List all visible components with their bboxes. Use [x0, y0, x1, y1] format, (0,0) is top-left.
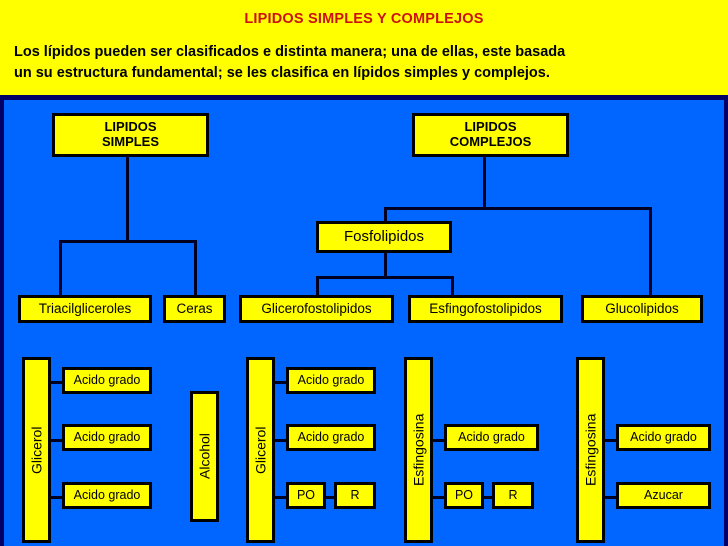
connector-complex-to-glucolipidos	[649, 207, 652, 305]
connector-simple-stem	[126, 157, 129, 242]
backbone-glicerol-1[interactable]: Glicerol	[22, 357, 51, 543]
leaf-r[interactable]: R	[492, 482, 534, 509]
connector-glicerol2-part1	[273, 381, 291, 384]
connector-po-r-2	[481, 496, 495, 499]
page-title: LIPIDOS SIMPLES Y COMPLEJOS	[244, 11, 484, 27]
node-lipidos-simples-line1: LIPIDOS	[104, 119, 157, 135]
connector-complex-bar	[384, 207, 652, 210]
leaf-r[interactable]: R	[334, 482, 376, 509]
connector-fosfolipidos-to-esfingofostolipidos	[451, 276, 454, 305]
node-lipidos-simples[interactable]: LIPIDOS SIMPLES	[52, 113, 209, 157]
connector-esfingosina1-part1	[431, 439, 449, 442]
connector-po-r-1	[323, 496, 337, 499]
leaf-po[interactable]: PO	[286, 482, 326, 509]
connector-complex-to-fosfolipidos	[384, 207, 387, 223]
connector-simple-bar	[59, 240, 197, 243]
backbone-alcohol[interactable]: Alcohol	[190, 391, 219, 522]
connector-simple-to-triacilgliceroles	[59, 240, 62, 305]
node-ceras[interactable]: Ceras	[163, 295, 226, 323]
leaf-acido-grado[interactable]: Acido grado	[62, 424, 152, 451]
leaf-acido-grado[interactable]: Acido grado	[444, 424, 539, 451]
node-lipidos-complejos-line2: COMPLEJOS	[449, 134, 532, 149]
backbone-glicerol-2[interactable]: Glicerol	[246, 357, 275, 543]
connector-esfingosina1-part2	[431, 496, 449, 499]
connector-esfingosina2-part2	[603, 496, 621, 499]
backbone-esfingosina-1[interactable]: Esfingosina	[404, 357, 433, 543]
node-lipidos-complejos[interactable]: LIPIDOS COMPLEJOS	[412, 113, 569, 157]
node-esfingofostolipidos[interactable]: Esfingofostolipidos	[408, 295, 563, 323]
node-glicerofostolipidos[interactable]: Glicerofostolipidos	[239, 295, 394, 323]
connector-glicerol1-part2	[49, 439, 67, 442]
connector-fosfolipidos-bar	[316, 276, 454, 279]
leaf-acido-grado[interactable]: Acido grado	[286, 367, 376, 394]
backbone-esfingosina-2[interactable]: Esfingosina	[576, 357, 605, 543]
connector-glicerol1-part1	[49, 381, 67, 384]
connector-fosfolipidos-to-glicerofostolipidos	[316, 276, 319, 305]
node-lipidos-simples-line2: SIMPLES	[101, 134, 160, 149]
intro-paragraph: Los lípidos pueden ser clasificados e di…	[14, 42, 716, 84]
connector-fosfolipidos-stem	[384, 252, 387, 279]
connector-simple-to-ceras	[194, 240, 197, 305]
intro-line-1: Los lípidos pueden ser clasificados e di…	[14, 44, 566, 60]
connector-glicerol2-part2	[273, 439, 291, 442]
node-fosfolipidos[interactable]: Fosfolipidos	[316, 221, 452, 253]
slide-header: LIPIDOS SIMPLES Y COMPLEJOS Los lípidos …	[0, 0, 728, 95]
leaf-po[interactable]: PO	[444, 482, 484, 509]
connector-glicerol1-part3	[49, 496, 67, 499]
leaf-acido-grado[interactable]: Acido grado	[62, 367, 152, 394]
connector-esfingosina2-part1	[603, 439, 621, 442]
leaf-acido-grado[interactable]: Acido grado	[62, 482, 152, 509]
diagram-canvas: LIPIDOS SIMPLES LIPIDOS COMPLEJOS Fosfol…	[0, 95, 728, 546]
connector-complex-stem	[483, 157, 486, 210]
node-triacilgliceroles[interactable]: Triacilgliceroles	[18, 295, 152, 323]
node-lipidos-complejos-line1: LIPIDOS	[464, 119, 517, 135]
leaf-acido-grado[interactable]: Acido grado	[616, 424, 711, 451]
connector-glicerol2-part3	[273, 496, 291, 499]
node-glucolipidos[interactable]: Glucolipidos	[581, 295, 703, 323]
intro-line-2: un su estructura fundamental; se les cla…	[14, 65, 550, 81]
leaf-acido-grado[interactable]: Acido grado	[286, 424, 376, 451]
leaf-azucar[interactable]: Azucar	[616, 482, 711, 509]
